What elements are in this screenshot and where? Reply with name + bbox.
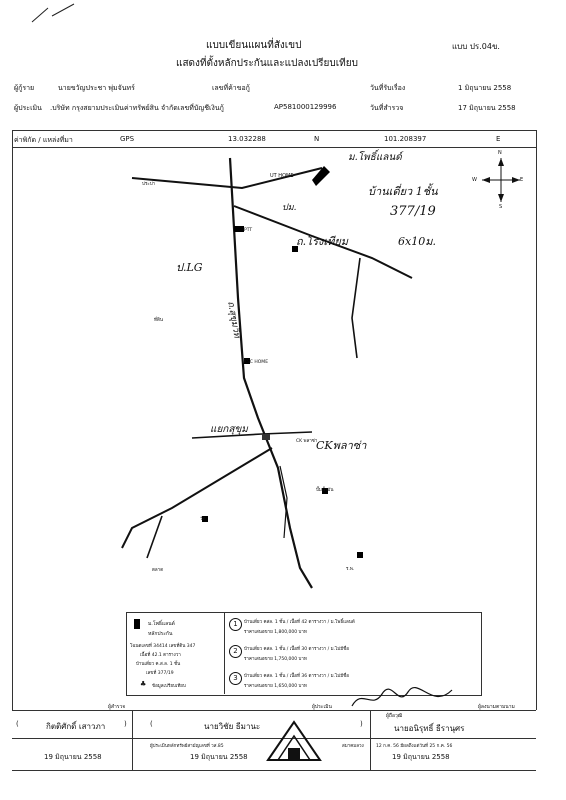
- document-subtitle: แสดงที่ตั้งหลักประกันและแปลงเปรียบเทียบ: [176, 58, 358, 69]
- signature-scribble: [351, 686, 453, 707]
- legend-subject-line: โฉนดเลขที่ 34414 เลขที่ดิน 347: [130, 644, 196, 649]
- map-label-land: ที่ดิน: [154, 318, 163, 323]
- gps-lon: 101.208397: [384, 135, 427, 143]
- compass-w: W: [472, 177, 477, 183]
- comp-number: 2: [229, 645, 242, 658]
- compass-e: E: [520, 177, 524, 183]
- map-label-ksc: KSC HOME: [244, 360, 269, 365]
- legend-subject-line: เลขที่ 377/19: [146, 671, 174, 676]
- comp-line1: บ้านเดี่ยว คสล. 1 ชั้น / เนื้อที่ 36 ตาร…: [244, 674, 349, 679]
- hand-note-junction: แยกสุขุม: [210, 424, 248, 435]
- survey-label: วันที่สำรวจ: [370, 104, 404, 112]
- approver-detail: ผู้ประเมินหลักทรัพย์สามัญเลขที่ วส.85: [150, 744, 224, 749]
- road-north: [131, 167, 323, 190]
- surveyor-name: กิตติศักดิ์ เสาวภา: [46, 722, 106, 731]
- loan-no-label: เลขที่ค้าขอกู้: [212, 84, 250, 92]
- survey-date: 17 มิถุนายน 2558: [458, 104, 516, 112]
- association-seal-icon: [266, 720, 322, 761]
- document-title: แบบเขียนแผนที่สังเขป: [206, 40, 302, 51]
- approver-name: นายวิชัย ธีมานะ: [204, 722, 261, 731]
- legend-box: [126, 612, 482, 696]
- hand-note-road: ถ.โรงเทียม: [296, 235, 349, 248]
- legend-subject-sub: หลักประกัน: [148, 631, 173, 637]
- subject-marker: [312, 166, 330, 186]
- gps-source: GPS: [120, 135, 135, 143]
- manager-date: 19 มิถุนายน 2558: [392, 753, 450, 761]
- appraiser-company: .บริษัท กรุงสยามประเมินค่าทรัพย์สิน จำกั…: [50, 104, 224, 112]
- compare-icon: ♣: [140, 680, 147, 688]
- manager-detail: 12 ก.ค. 56 มีผลถึงแต่วันที่ 25 ก.ค. 56: [376, 744, 453, 749]
- appraiser-label: ผู้ประเมิน: [14, 104, 42, 112]
- account-no: AP581000129996: [274, 103, 337, 111]
- compass-icon: [482, 158, 520, 202]
- approver-date: 19 มิถุนายน 2558: [190, 753, 248, 761]
- surveyor-date: 19 มิถุนายน 2558: [44, 753, 102, 761]
- map-label-ptt: PTT: [244, 228, 253, 233]
- comp-line2: ราคาเสนอขาย 1,650,000 บาท: [244, 684, 307, 689]
- road-southwest-branch: [146, 515, 163, 559]
- hand-note-village: ม.โพธิ์แลนด์: [348, 152, 402, 163]
- manager-role: ผู้ถือวุฒิ: [386, 713, 403, 719]
- member-code: สมาคมลวง: [342, 744, 364, 749]
- road-east: [351, 257, 361, 359]
- legend-compare-note: ข้อมูลเปรียบเทียบ: [152, 684, 186, 689]
- hand-note-number: 377/19: [390, 204, 436, 219]
- hand-note-ck: CKพลาซ่า: [316, 439, 367, 452]
- map-label-water: ประปา: [142, 182, 156, 187]
- comp-line2: ราคาเสนอขาย 1,800,000 บาท: [244, 630, 307, 635]
- comp-number: 1: [229, 618, 242, 631]
- legend-subject-line: เนื้อที่ 42.1 ตารางวา: [140, 653, 181, 658]
- subject-legend-icon: [134, 619, 140, 629]
- gps-lat: 13.032288: [228, 135, 266, 143]
- comp-line1: บ้านเดี่ยว คสล. 1 ชั้น / เนื้อที่ 30 ตาร…: [244, 647, 349, 652]
- map-label-ck: CK พลาซ่า: [296, 439, 318, 444]
- comp-line2: ราคาเสนอขาย 1,750,000 บาท: [244, 657, 307, 662]
- hand-note-pm: ปม.: [282, 203, 297, 213]
- road-southeast: [279, 465, 288, 539]
- map-label-gas: ปั๊มน้ำมัน: [316, 488, 334, 493]
- map-label-market: ตลาด: [152, 568, 164, 573]
- gps-lat-dir: N: [314, 135, 320, 143]
- hand-note-lg: ป.LG: [176, 261, 203, 274]
- surveyor-role: ผู้สำรวจ: [108, 704, 126, 710]
- map-label-hospital: ร.พ.: [346, 567, 355, 572]
- manager-name: นายอนิรุทธิ์ ธีรานุศร: [394, 724, 465, 733]
- road-southwest: [121, 447, 273, 549]
- borrower-name: นายขวัญประชา พุ่มจันทร์: [58, 84, 135, 92]
- member-label: ผู้ลงนามตามนาม: [478, 704, 515, 710]
- received-date: 1 มิถุนายน 2558: [458, 84, 512, 92]
- borrower-label: ผู้กู้ราย: [14, 84, 35, 92]
- compass-n: N: [498, 150, 502, 156]
- location-map: [121, 157, 413, 589]
- pen-mark: [31, 3, 75, 23]
- comp-number: 3: [229, 672, 242, 685]
- comp-line1: บ้านเดี่ยว คสล. 1 ชั้น / เนื้อที่ 42 ตาร…: [244, 620, 355, 625]
- gps-lon-dir: E: [496, 135, 501, 143]
- approver-role: ผู้ประเมิน: [312, 704, 332, 710]
- legend-subject-title: ม.โพธิ์แลนด์: [148, 621, 175, 627]
- gps-label: ค่าพิกัด / แหล่งที่มา: [14, 136, 73, 144]
- road-sukhumvit: [228, 157, 313, 589]
- road-rong-thiam: [233, 205, 413, 279]
- hand-note-size: 6x10ม.: [398, 235, 436, 248]
- form-code: แบบ ปร.04ข.: [452, 42, 500, 51]
- received-label: วันที่รับเรื่อง: [370, 84, 406, 92]
- map-label-temple: วัด: [200, 517, 206, 522]
- legend-subject-line: บ้านเดี่ยว ค.ส.ล. 1 ชั้น: [136, 662, 181, 667]
- hand-note-house: บ้านเดี่ยว 1ชั้น: [368, 185, 438, 198]
- compass-s: S: [499, 204, 503, 210]
- map-label-uthome: UT HOME: [270, 173, 294, 179]
